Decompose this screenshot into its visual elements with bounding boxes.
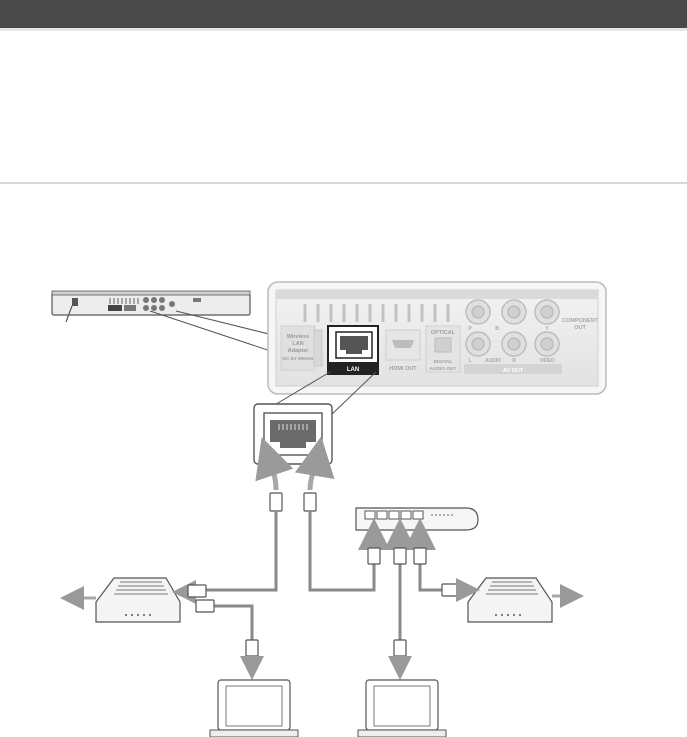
laptop-icon [209,679,299,737]
jack-letter-b: B [495,326,499,332]
header-accent-line [0,28,687,31]
jack-letter-y: Y [545,326,549,332]
header-bar [0,0,687,28]
lan-port-closeup-icon [253,403,333,465]
section-divider [0,182,687,184]
jack-letter-r: R [512,358,516,364]
wireless-adapter-label-1: Wireless [287,334,310,340]
ethernet-plug-icon [269,492,317,512]
wireless-adapter-label-3: Adapter [288,348,310,354]
video-label: VIDEO [539,358,555,364]
av-out-label: AV OUT [503,368,524,374]
digital-audio-label-2: AUDIO OUT [430,366,457,372]
lan-label: LAN [347,367,359,373]
audio-label: AUDIO [485,358,501,364]
modem-icon [467,577,553,623]
laptop-icon [357,679,447,737]
optical-port: OPTICAL DIGITAL AUDIO OUT [425,325,461,373]
component-out-label-1: COMPONENT [562,318,598,324]
lan-port-icon: LAN [327,325,379,375]
rear-panel-zoom: Wireless LAN Adapter DC 5V 500mA LAN HDM… [267,281,607,395]
rca-jacks [465,299,560,357]
jack-letter-l: L [468,358,471,364]
hdmi-port: HDMI OUT [385,329,421,372]
modem-icon [95,577,181,623]
component-out-label-2: OUT [574,325,586,331]
optical-label: OPTICAL [431,330,456,336]
wireless-adapter-label-2: LAN [292,341,303,347]
wireless-adapter-label-4: DC 5V 500mA [282,356,314,362]
jack-letter-p: P [468,326,472,332]
bluray-player-icon [51,290,251,323]
hdmi-label: HDMI OUT [389,366,417,372]
router-icon [355,507,479,531]
digital-audio-label-1: DIGITAL [434,359,453,365]
